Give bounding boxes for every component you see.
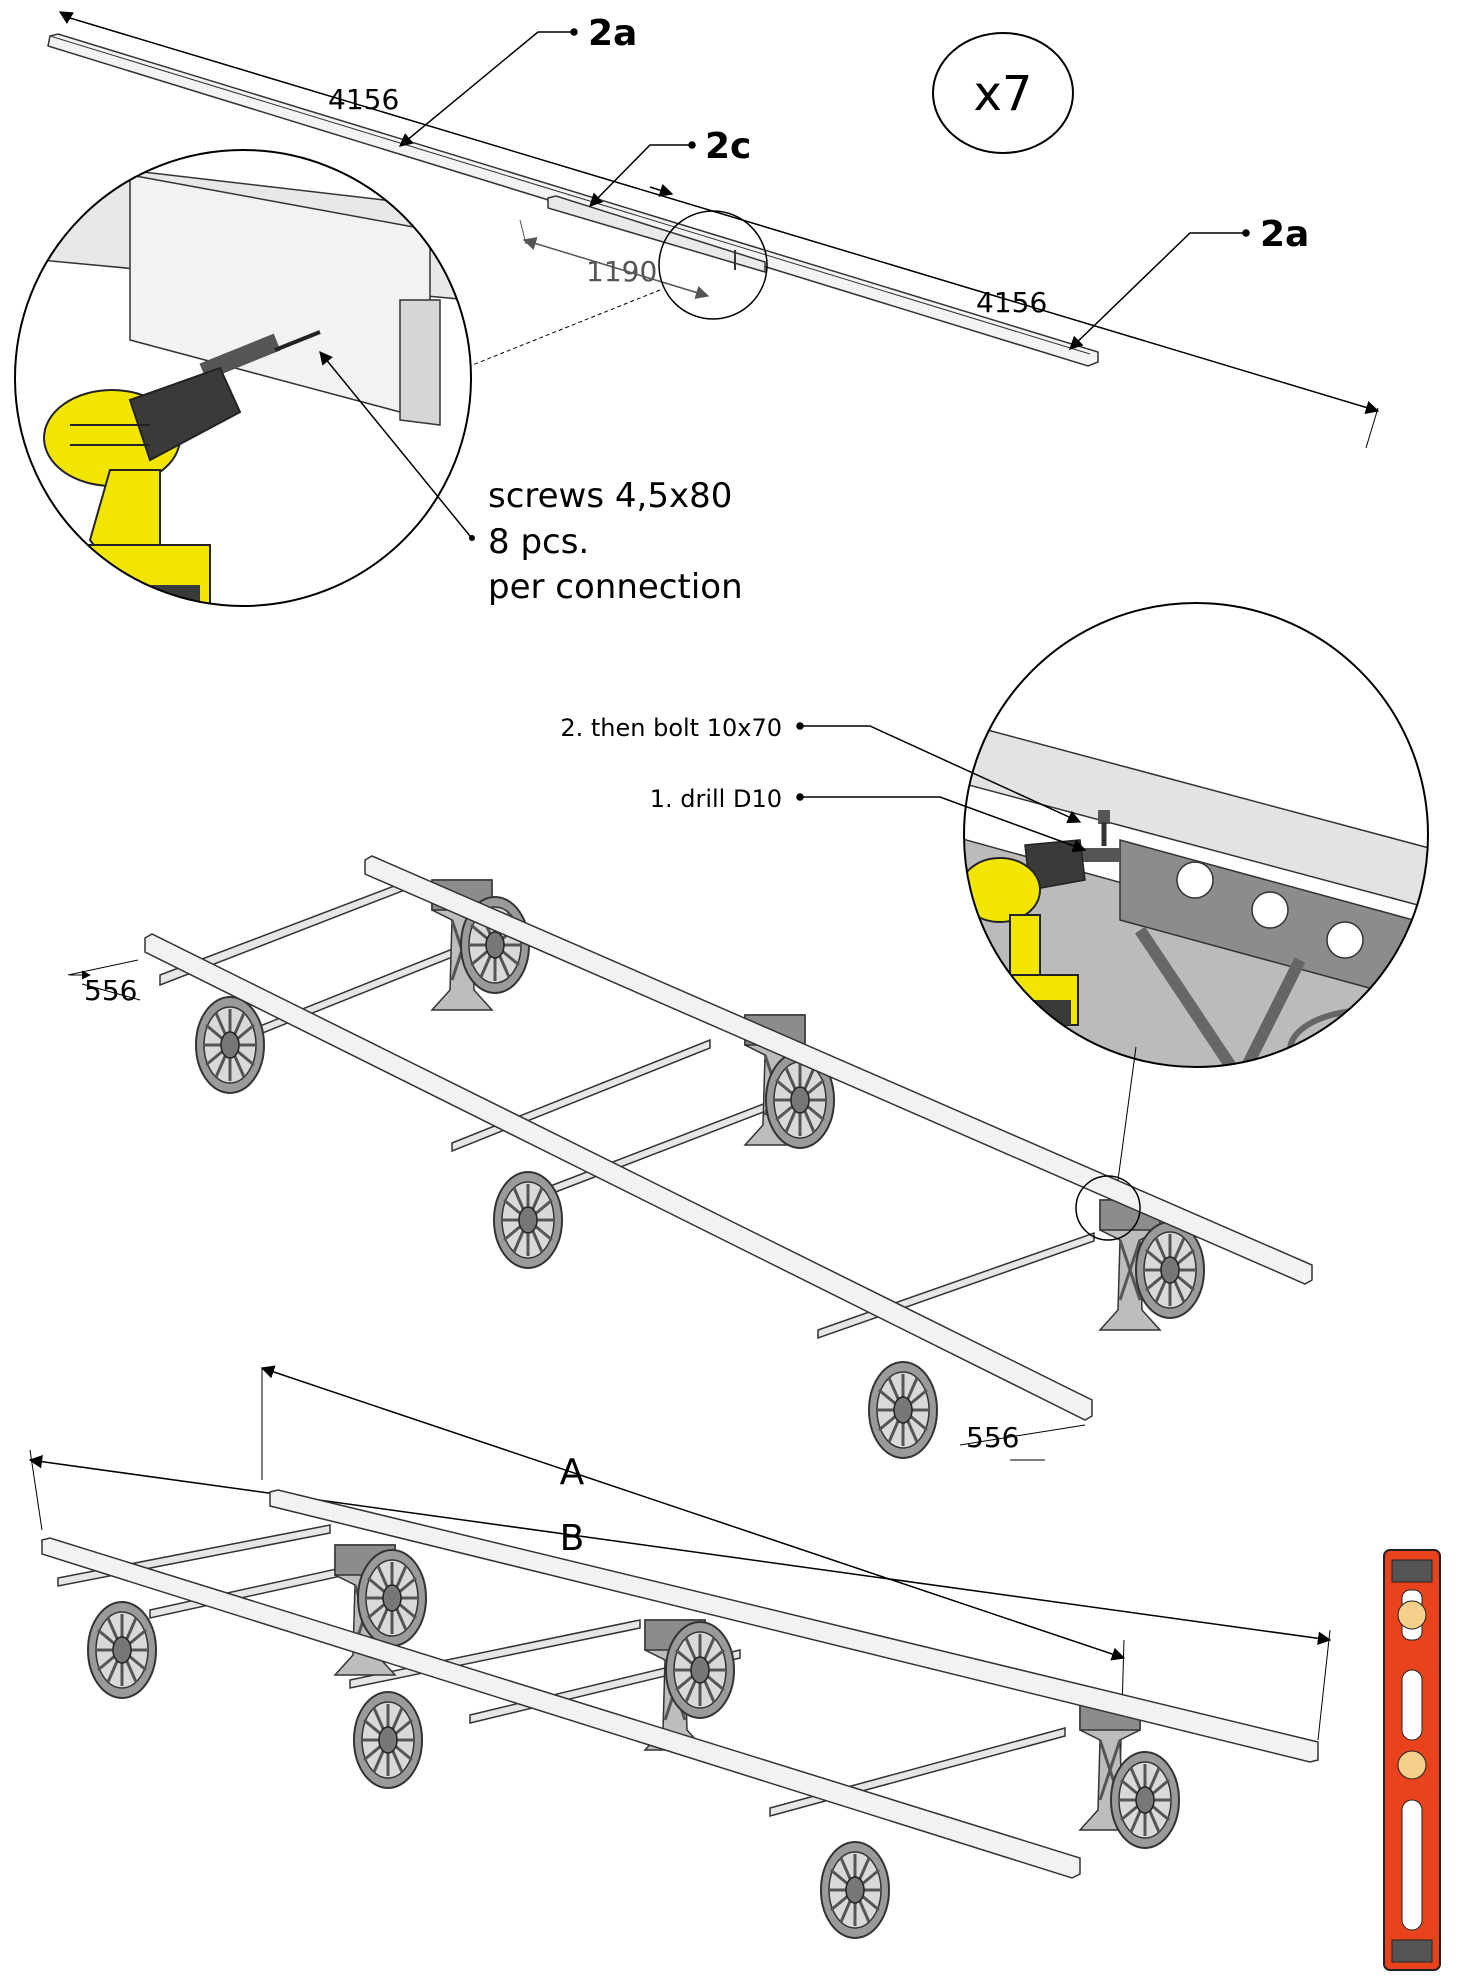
diag-label-b: B [560,1518,585,1559]
dim-frame-spacing-right: 556 [966,1421,1019,1454]
part-leaders [398,28,1250,350]
diag-label-a: A [560,1452,585,1493]
detail-circle-joint [658,210,768,320]
label-part-2c: 2c [705,126,751,167]
screw-note-line2: 8 pcs. [488,522,589,562]
multiplier-label: x7 [974,66,1033,122]
top-dimensions [58,11,1380,449]
zoom-circle-screws [14,149,472,607]
dim-top-right-length: 4156 [976,286,1047,319]
screw-note-line1: screws 4,5x80 [488,476,732,516]
beam-2c [547,195,766,274]
dim-joint-length: 1190 [586,255,657,288]
beam-2a-left [47,33,1099,367]
screw-note-line3: per connection [488,567,743,607]
bolt-step-1: 1. drill D10 [650,785,782,813]
spirit-level-icon [1383,1549,1441,1971]
label-part-2a-right: 2a [1260,214,1309,255]
bolt-step-2: 2. then bolt 10x70 [560,714,782,742]
dim-top-left-length: 4156 [328,83,399,116]
top-beam-assembly [47,33,1099,367]
multiplier-bubble [932,32,1074,154]
cart-assembly-bottom [41,1489,1319,1940]
cart-assembly-middle [144,855,1313,1460]
zoom-circle-bolt [963,602,1429,1068]
dim-frame-spacing-left: 556 [84,974,137,1007]
label-part-2a-top: 2a [588,13,637,54]
